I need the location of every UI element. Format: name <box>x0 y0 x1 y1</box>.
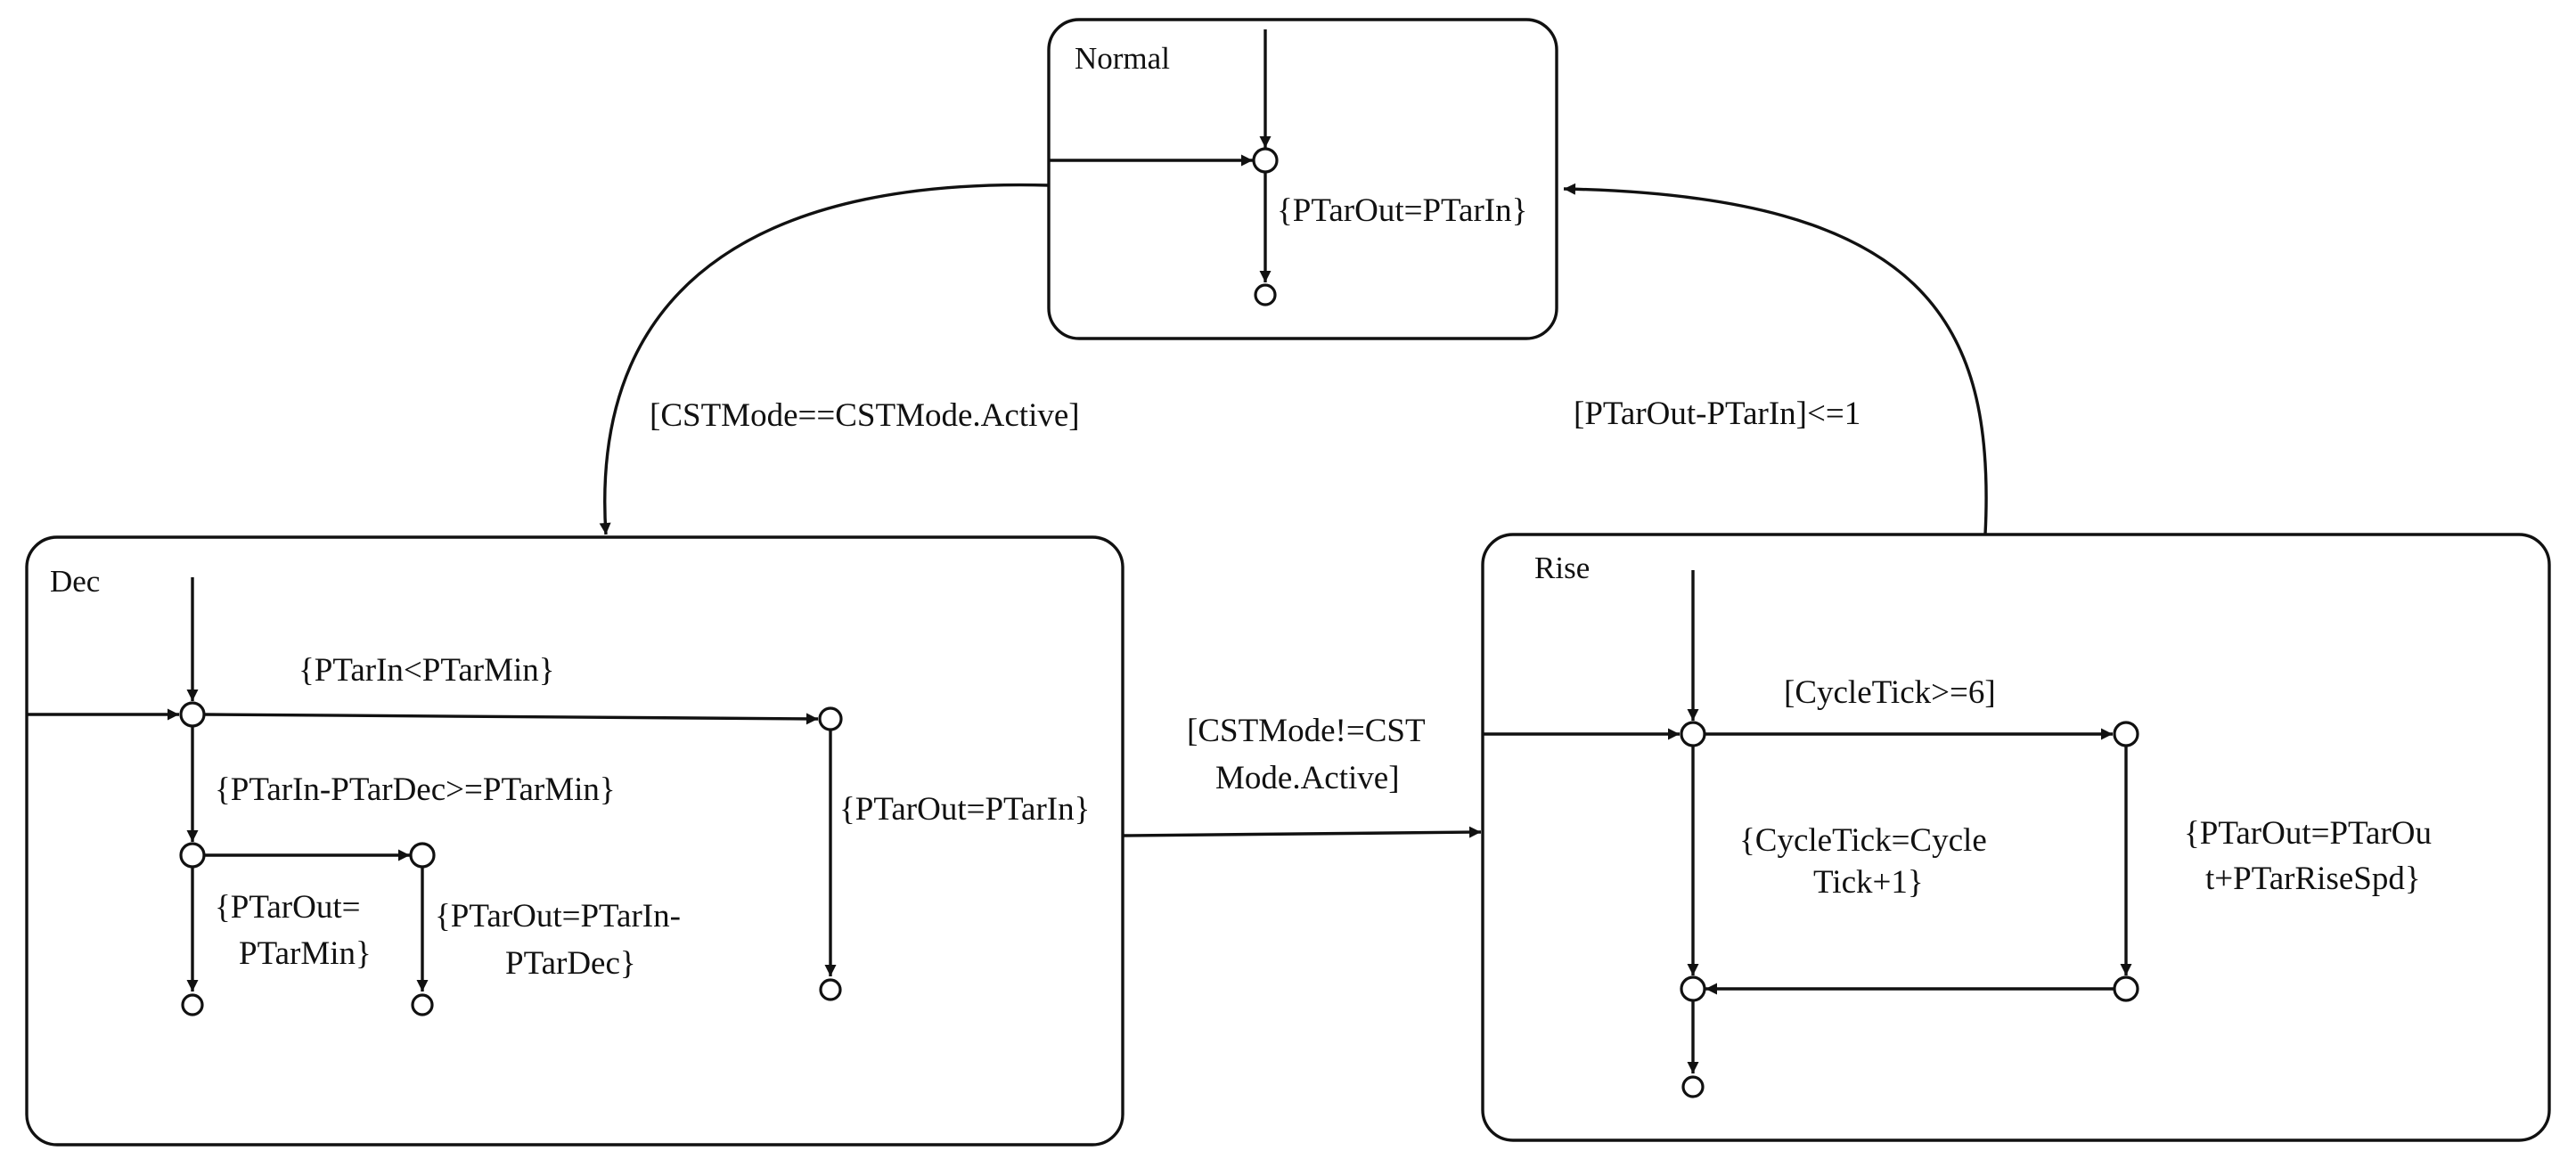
normal-action-label: {PTarOut=PTarIn} <box>1277 192 1527 229</box>
rise-tick-action-label-line2: Tick+1} <box>1813 864 1924 901</box>
state-normal-name: Normal <box>1075 41 1170 76</box>
rise-junction-main[interactable] <box>1680 721 1706 747</box>
dec-in-action-label: {PTarOut=PTarIn} <box>839 791 1090 828</box>
state-rise-name: Rise <box>1534 551 1590 585</box>
rise-junction-tick[interactable] <box>2113 721 2139 747</box>
dec-min-action-label-line2: PTarMin} <box>239 935 372 972</box>
dec-junction-dec-exit[interactable] <box>411 993 434 1016</box>
dec-junction-dec[interactable] <box>179 842 206 869</box>
dec-junction-in-exit[interactable] <box>819 978 842 1001</box>
dec-junction-dec-branch[interactable] <box>409 842 436 869</box>
dec-junction-min[interactable] <box>818 706 843 731</box>
rise-junction-rise[interactable] <box>2113 975 2139 1002</box>
transition-dec-to-rise-label-line2: Mode.Active] <box>1215 760 1400 796</box>
dec-dec-action-label-line1: {PTarOut=PTarIn- <box>435 898 681 934</box>
transition-rise-to-normal[interactable] <box>1563 183 1988 535</box>
dec-junction-main[interactable] <box>179 701 206 728</box>
rise-action-label-line1: {PTarOut=PTarOu <box>2184 815 2432 852</box>
transition-dec-to-rise[interactable] <box>1122 826 1482 838</box>
normal-junction-exit[interactable] <box>1254 283 1277 306</box>
transition-normal-to-dec-label: [CSTMode==CSTMode.Active] <box>650 397 1080 434</box>
transition-rise-to-normal-label: [PTarOut-PTarIn]<=1 <box>1574 396 1860 432</box>
transition-normal-to-dec[interactable] <box>599 183 1050 535</box>
state-dec-name: Dec <box>50 564 100 599</box>
dec-min-transition[interactable] <box>204 713 819 725</box>
state-normal-box <box>1047 18 1558 340</box>
rise-tick-condition-label: [CycleTick>=6] <box>1784 674 1996 711</box>
dec-min-action-label-line1: {PTarOut= <box>215 889 360 926</box>
state-dec[interactable]: Dec <box>25 535 1124 1147</box>
rise-action-label-line2: t+PTarRiseSpd} <box>2205 861 2421 897</box>
dec-min-condition-label: {PTarIn<PTarMin} <box>298 652 555 689</box>
state-normal[interactable]: Normal <box>1047 18 1558 340</box>
dec-junction-min-exit[interactable] <box>181 993 204 1016</box>
dec-dec-action-label-line2: PTarDec} <box>505 945 636 982</box>
rise-junction-merge[interactable] <box>1680 975 1706 1002</box>
rise-tick-action-label-line1: {CycleTick=Cycle <box>1739 822 1987 859</box>
normal-junction-entry[interactable] <box>1252 147 1279 174</box>
transition-dec-to-rise-label-line1: [CSTMode!=CST <box>1187 713 1426 749</box>
rise-junction-exit[interactable] <box>1681 1075 1705 1098</box>
state-dec-box <box>25 535 1124 1147</box>
dec-dec-condition-label: {PTarIn-PTarDec>=PTarMin} <box>215 771 616 808</box>
